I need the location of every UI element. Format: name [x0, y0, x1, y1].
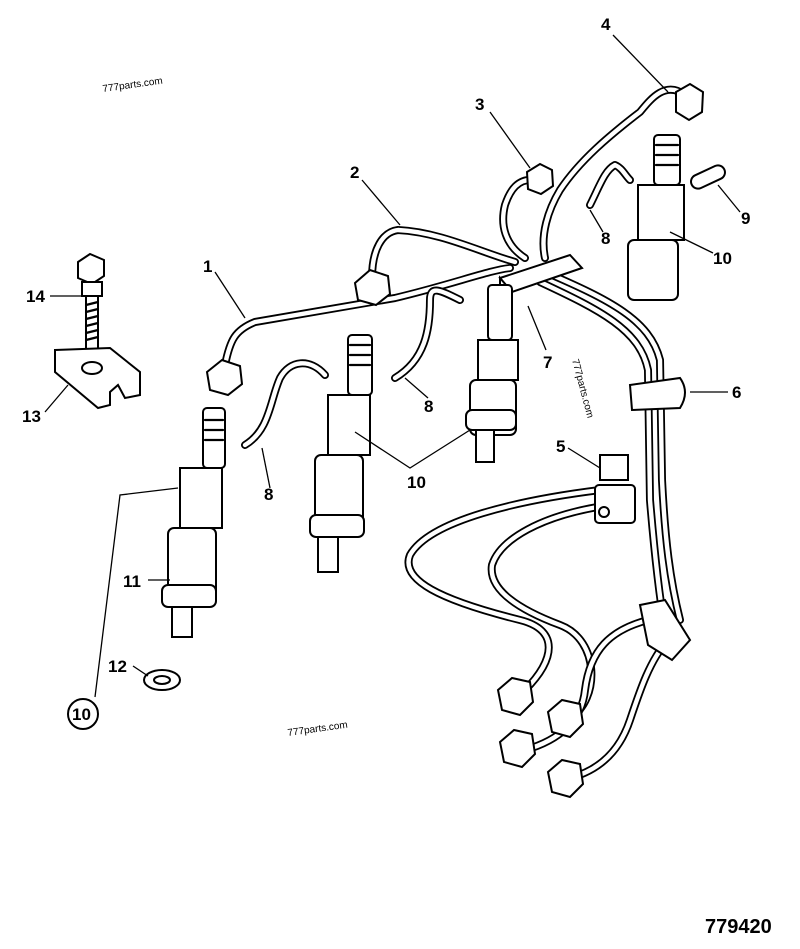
callout-4: 4	[601, 15, 611, 34]
drawing-number: 779420	[705, 916, 772, 938]
callout-13: 13	[22, 407, 41, 426]
callout-11: 11	[123, 572, 141, 591]
callout-2: 2	[350, 163, 359, 182]
injector-10-middle	[309, 334, 373, 573]
callout-7: 7	[543, 353, 552, 372]
nut-2	[353, 268, 392, 307]
nut-lower-1	[496, 676, 535, 717]
injector-10-rear	[627, 134, 685, 301]
nut-lower-4	[546, 758, 585, 799]
leak-off-hoses	[241, 161, 726, 449]
callout-8c: 8	[601, 229, 610, 248]
nut-3	[525, 162, 555, 196]
nut-1	[205, 358, 244, 397]
nut-lower-3	[498, 728, 537, 769]
callout-5: 5	[556, 437, 565, 456]
watermark-1: 777parts.com	[102, 76, 164, 95]
callouts: 1 2 3 4 5 6 7 8 8 8 9 10 10 11 12 13 14 …	[22, 15, 750, 730]
fuel-pipes	[221, 85, 689, 782]
callout-3: 3	[475, 95, 484, 114]
callout-1: 1	[203, 257, 212, 276]
watermark-2: 777parts.com	[569, 358, 595, 419]
watermark-3: 777parts.com	[287, 720, 349, 739]
injector-clamp-13	[54, 346, 141, 410]
hose-9	[690, 164, 726, 190]
callout-14: 14	[26, 287, 45, 306]
callout-10a: 10	[713, 249, 732, 268]
injector-11	[161, 407, 226, 638]
pipe-clip-6	[628, 376, 686, 412]
bracket-5	[594, 454, 636, 524]
callout-8b: 8	[424, 397, 433, 416]
lower-bracket	[638, 598, 692, 662]
callout-8a: 8	[264, 485, 273, 504]
injectors	[161, 134, 685, 638]
leader-lines	[44, 34, 741, 698]
callout-12: 12	[108, 657, 127, 676]
nut-4	[675, 82, 705, 122]
callout-9: 9	[741, 209, 750, 228]
washer-12	[143, 669, 181, 691]
nut-lower-2	[546, 698, 585, 739]
pipe-nuts	[205, 82, 705, 799]
callout-10c: 10	[72, 705, 91, 724]
callout-10b: 10	[407, 473, 426, 492]
callout-10-circle	[67, 698, 99, 730]
callout-6: 6	[732, 383, 741, 402]
injector-10-right	[465, 284, 519, 463]
clamp-bolt-14	[77, 252, 105, 359]
